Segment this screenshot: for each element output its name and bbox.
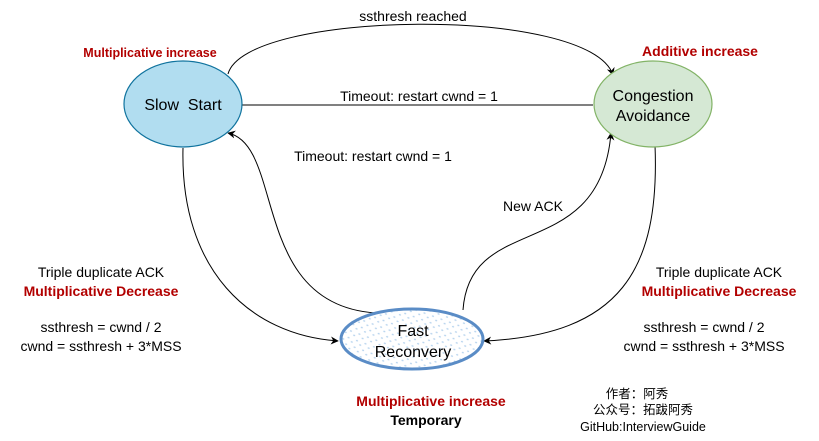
slow-start-mode-label: Multiplicative increase — [83, 46, 216, 60]
fast-recovery-label-line2: Reconvery — [375, 344, 451, 361]
fr-mode-label: Multiplicative increase — [356, 393, 506, 409]
credit-account: 公众号：拓跋阿秀 — [593, 403, 694, 417]
node-fast-recovery: Fast Reconvery — [339, 307, 485, 371]
congestion-avoidance-ellipse — [593, 60, 713, 148]
edge-labels: ssthresh reached Timeout: restart cwnd =… — [294, 8, 564, 214]
fr-mode-sub-label: Temporary — [390, 412, 462, 428]
left-annotation: Triple duplicate ACK Multiplicative Decr… — [20, 264, 181, 354]
credit-author: 作者：阿秀 — [606, 387, 669, 401]
left-ssthresh-formula: ssthresh = cwnd / 2 — [40, 319, 161, 335]
fast-recovery-label-line1: Fast — [397, 323, 429, 340]
fast-recovery-ellipse-outline — [339, 307, 485, 371]
label-timeout-top: Timeout: restart cwnd = 1 — [340, 88, 498, 104]
ca-mode-label: Additive increase — [642, 43, 758, 59]
slow-start-ellipse — [123, 60, 243, 148]
slow-start-label: Slow Start — [144, 97, 222, 114]
right-decrease: Multiplicative Decrease — [642, 283, 797, 299]
credit-github: GitHub:InterviewGuide — [580, 420, 706, 434]
edge-triple-ack-ca-to-fr — [483, 144, 656, 345]
label-ssthresh-reached: ssthresh reached — [359, 8, 466, 24]
right-cwnd-formula: cwnd = ssthresh + 3*MSS — [623, 338, 784, 354]
edge-new-ack-fr-to-ca — [462, 132, 615, 311]
right-trigger: Triple duplicate ACK — [656, 264, 783, 280]
right-ssthresh-formula: ssthresh = cwnd / 2 — [643, 319, 764, 335]
left-cwnd-formula: cwnd = ssthresh + 3*MSS — [20, 338, 181, 354]
edge-timeout-fr-to-ss — [227, 130, 377, 314]
right-annotation: Triple duplicate ACK Multiplicative Decr… — [623, 264, 796, 354]
label-new-ack: New ACK — [503, 198, 564, 214]
node-slow-start: Slow Start — [123, 60, 243, 148]
node-congestion-avoidance: Congestion Avoidance — [593, 60, 713, 148]
edges — [182, 23, 656, 345]
label-timeout-fr: Timeout: restart cwnd = 1 — [294, 148, 452, 164]
edge-triple-ack-ss-to-fr — [182, 147, 339, 345]
left-decrease: Multiplicative Decrease — [24, 283, 179, 299]
mode-annotations: Multiplicative increase Additive increas… — [83, 43, 758, 428]
credit: 作者：阿秀 公众号：拓跋阿秀 GitHub:InterviewGuide — [580, 387, 706, 434]
congestion-avoidance-label-line1: Congestion — [613, 88, 694, 105]
left-trigger: Triple duplicate ACK — [38, 264, 165, 280]
edge-ssthresh-reached — [227, 23, 615, 76]
congestion-avoidance-label-line2: Avoidance — [616, 108, 691, 125]
fast-recovery-ellipse-dots — [341, 309, 483, 369]
